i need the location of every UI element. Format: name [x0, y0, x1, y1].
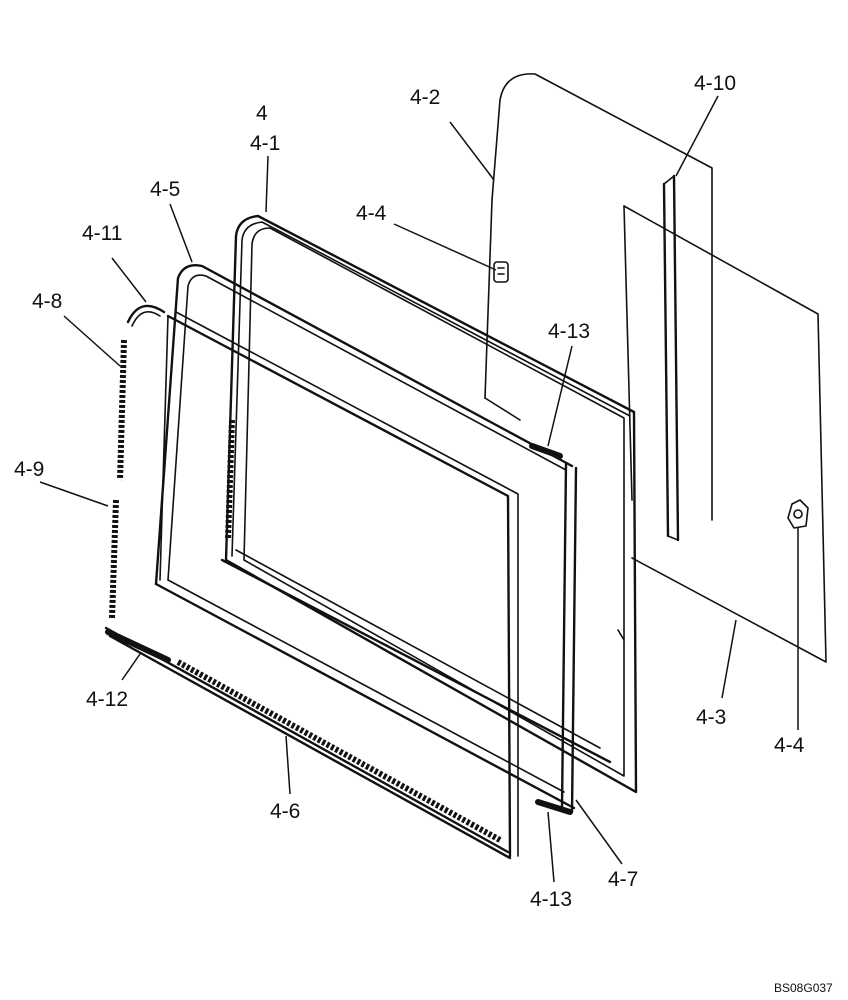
- leader-4-12: [121, 653, 141, 681]
- leader-4-13-top: [547, 345, 573, 447]
- callout-4: 4: [256, 102, 268, 125]
- leader-4-11: [111, 257, 147, 303]
- callout-4-4-bottom: 4-4: [774, 734, 805, 757]
- callout-4-2: 4-2: [410, 86, 440, 109]
- leader-4-8: [63, 315, 121, 367]
- leader-4-3: [721, 619, 737, 699]
- part-4-2-rear-panel: [484, 73, 713, 521]
- part-4-13-top-seal: [529, 443, 563, 459]
- leader-4-5: [169, 203, 193, 263]
- part-4-3-glass-panel: [623, 205, 827, 663]
- leader-4-13-bottom: [547, 811, 555, 883]
- callout-4-12: 4-12: [86, 688, 128, 711]
- part-4-13-bottom-seal: [535, 799, 573, 815]
- part-4-9-left-seal-lower: [109, 499, 119, 619]
- leader-4-2: [449, 121, 495, 181]
- callout-labels: 4 4-1 4-2 4-4 4-5 4-11 4-8 4-9 4-10 4-13…: [14, 72, 805, 911]
- part-4-10-channel: [662, 174, 680, 542]
- part-4-6-bottom-seal: [104, 626, 512, 860]
- leader-4-6: [285, 735, 291, 795]
- part-4-4-latch-top: [493, 261, 509, 283]
- leader-lines: [39, 95, 799, 883]
- callout-4-9: 4-9: [14, 458, 44, 481]
- leader-4-1: [265, 155, 269, 213]
- part-4-8-left-seal-upper: [117, 339, 127, 481]
- leader-4-10: [675, 95, 719, 177]
- part-4-5-seal-frame: [154, 264, 576, 810]
- callout-4-11: 4-11: [82, 222, 122, 245]
- callout-4-4-top: 4-4: [356, 202, 387, 225]
- leader-4-9: [39, 481, 109, 507]
- leader-4-7: [575, 799, 623, 865]
- callout-4-1: 4-1: [250, 132, 280, 155]
- callout-4-8: 4-8: [32, 290, 62, 313]
- leader-4-4-top: [393, 223, 497, 271]
- part-4-4-latch-bottom: [787, 499, 809, 529]
- callout-4-13-bottom: 4-13: [530, 888, 572, 911]
- part-4-7-side-seal: [560, 462, 578, 814]
- part-4-12-seal-end: [105, 629, 171, 663]
- callout-4-13-top: 4-13: [548, 320, 590, 343]
- callout-4-7: 4-7: [608, 868, 638, 891]
- part-4-11-corner-seal: [126, 304, 166, 327]
- part-front-glass-frame: [159, 311, 519, 858]
- callout-4-3: 4-3: [696, 706, 726, 729]
- callout-4-10: 4-10: [694, 72, 736, 95]
- drawing-code: BS08G037: [774, 981, 833, 995]
- part-4-1-main-frame: [220, 214, 638, 794]
- callout-4-6: 4-6: [270, 800, 300, 823]
- callout-4-5: 4-5: [150, 178, 180, 201]
